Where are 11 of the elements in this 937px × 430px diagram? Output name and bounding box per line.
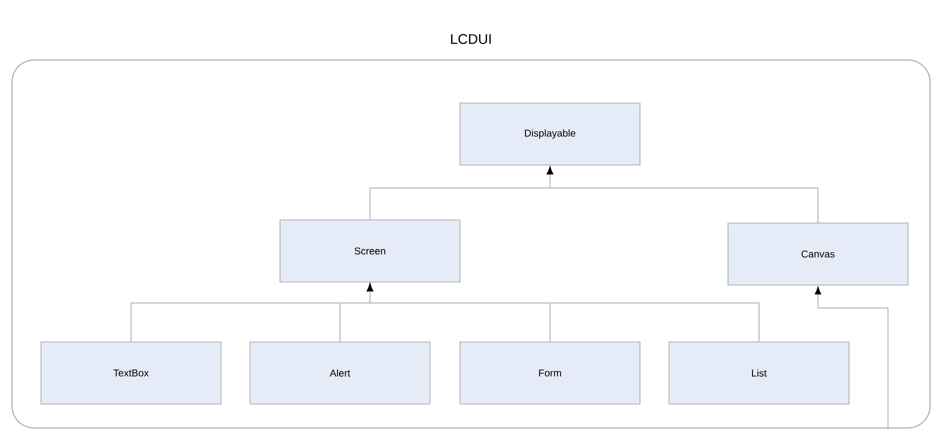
class-box: Canvas: [728, 222, 908, 286]
class-box: Screen: [280, 220, 460, 282]
inheritance-arrow: [546, 166, 818, 224]
inheritance-arrow: [814, 286, 888, 430]
class-box: TextBox: [40, 342, 222, 404]
inheritance-arrow: [366, 284, 760, 342]
group-label: LCDUI: [451, 34, 491, 44]
class-box: Displayable: [460, 102, 640, 166]
class-box: Alert: [250, 342, 430, 404]
class-box: Form: [460, 342, 640, 404]
class-box: List: [668, 342, 850, 404]
